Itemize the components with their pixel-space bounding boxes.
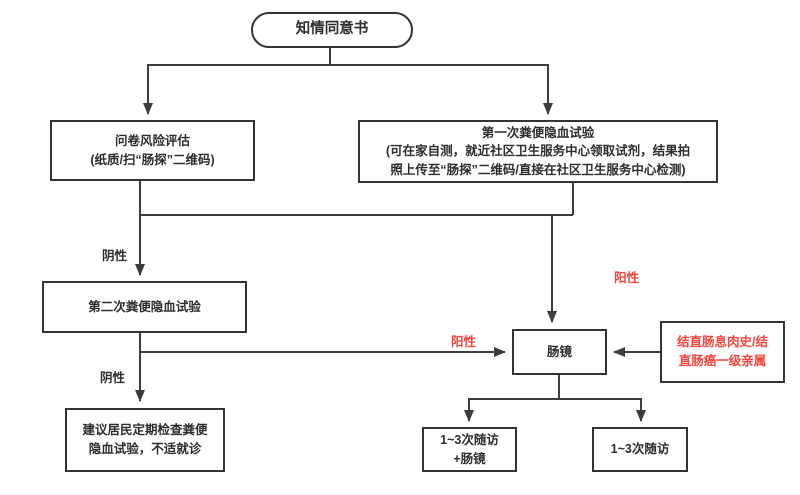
node-questionnaire-risk-assessment: 问卷风险评估 (纸质/扫“肠探”二维码) bbox=[50, 120, 255, 181]
node-second-fobt: 第二次粪便隐血试验 bbox=[42, 281, 247, 333]
advice-line-2: 隐血试验，不适就诊 bbox=[88, 442, 202, 456]
colonoscopy-label: 肠镜 bbox=[546, 344, 572, 359]
second-fobt-label: 第二次粪便隐血试验 bbox=[88, 299, 201, 314]
node-regular-check-advice: 建议居民定期检查粪便 隐血试验，不适就诊 bbox=[65, 408, 225, 472]
label-positive-first-fobt: 阳性 bbox=[614, 271, 640, 285]
questionnaire-line-2: (纸质/扫“肠探”二维码) bbox=[90, 152, 215, 167]
advice-line-1: 建议居民定期检查粪便 bbox=[82, 423, 208, 438]
followup-colonoscopy-line-2: +肠镜 bbox=[453, 451, 486, 466]
first-fobt-line-2: (可在家自测，就近社区卫生服务中心领取试剂，结果拍 bbox=[385, 144, 691, 159]
followup-label: 1~3次随访 bbox=[610, 442, 670, 457]
first-fobt-line-1: 第一次粪便隐血试验 bbox=[481, 126, 595, 141]
node-informed-consent-label: 知情同意书 bbox=[295, 21, 369, 38]
history-line-1: 结直肠息肉史/结 bbox=[677, 335, 768, 350]
node-followup-with-colonoscopy: 1~3次随访 +肠镜 bbox=[422, 427, 517, 472]
node-informed-consent: 知情同意书 bbox=[251, 12, 413, 48]
label-positive-second-fobt: 阳性 bbox=[451, 335, 477, 349]
label-negative-to-advice: 阴性 bbox=[100, 371, 126, 385]
followup-colonoscopy-line-1: 1~3次随访 bbox=[440, 432, 499, 447]
first-fobt-line-3: 照上传至“肠探”二维码/直接在社区卫生服务中心检测) bbox=[390, 162, 686, 177]
label-negative-to-second-fobt: 阴性 bbox=[102, 249, 128, 263]
history-line-2: 直肠癌一级亲属 bbox=[678, 354, 767, 368]
node-first-fobt: 第一次粪便隐血试验 (可在家自测，就近社区卫生服务中心领取试剂，结果拍 照上传至… bbox=[358, 120, 718, 183]
questionnaire-line-1: 问卷风险评估 bbox=[114, 133, 190, 148]
node-colonoscopy: 肠镜 bbox=[512, 329, 607, 375]
node-high-risk-history: 结直肠息肉史/结 直肠癌一级亲属 bbox=[660, 321, 785, 383]
node-followup: 1~3次随访 bbox=[592, 427, 688, 472]
